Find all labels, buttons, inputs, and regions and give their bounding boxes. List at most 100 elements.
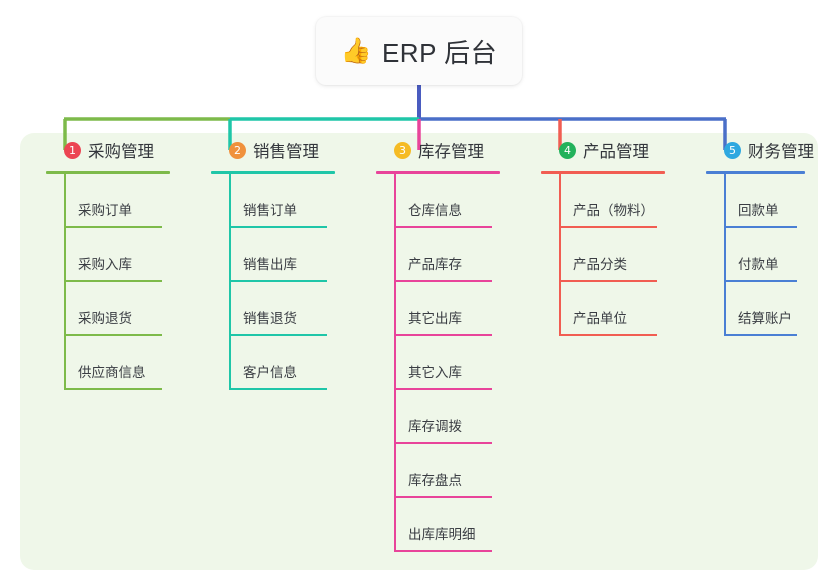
- thumbs-up-icon: 👍: [340, 36, 372, 65]
- branch-item-label: 销售出库: [243, 257, 297, 272]
- branch-item-list: 回款单付款单结算账户: [706, 174, 839, 336]
- branch-underline: [211, 171, 335, 174]
- branch-item-underline: [229, 334, 327, 336]
- branch-item-label: 其它出库: [408, 311, 462, 326]
- branch-header-4[interactable]: 4 产品管理: [541, 133, 701, 167]
- branch-item-underline: [229, 388, 327, 390]
- branch-item-list: 产品（物料） 产品分类产品单位: [541, 174, 701, 336]
- branch-item-label: 回款单: [738, 203, 779, 218]
- branch-item[interactable]: 产品单位: [541, 282, 701, 336]
- branch-title: 采购管理: [88, 143, 154, 161]
- branch-item-label: 库存调拨: [408, 419, 462, 434]
- branch-number-badge: 5: [724, 141, 741, 159]
- branch-item-label: 供应商信息: [78, 365, 146, 380]
- branch-item[interactable]: 采购入库: [46, 228, 206, 282]
- branch-number-badge: 2: [229, 141, 246, 159]
- branch-item-underline: [394, 442, 492, 444]
- branch-item[interactable]: 产品（物料）: [541, 174, 701, 228]
- branch-item-list: 销售订单销售出库销售退货客户信息: [211, 174, 371, 390]
- branch-item-underline: [394, 550, 492, 552]
- branch-item-underline: [559, 280, 657, 282]
- branch-item-label: 其它入库: [408, 365, 462, 380]
- branch-item-label: 产品单位: [573, 311, 627, 326]
- branch-spine: [229, 174, 231, 390]
- branch-item[interactable]: 其它入库: [376, 336, 536, 390]
- root-node[interactable]: 👍 ERP 后台: [316, 17, 522, 85]
- branch-item[interactable]: 回款单: [706, 174, 839, 228]
- branch-item[interactable]: 库存盘点: [376, 444, 536, 498]
- branch-number-badge: 4: [559, 141, 576, 159]
- branch-item-label: 采购订单: [78, 203, 132, 218]
- branch-item-label: 产品（物料）: [573, 203, 654, 218]
- branch-item[interactable]: 付款单: [706, 228, 839, 282]
- branch-title: 销售管理: [253, 143, 319, 161]
- branch-title: 库存管理: [418, 143, 484, 161]
- branch-item-underline: [394, 334, 492, 336]
- branch-item-underline: [394, 280, 492, 282]
- branch-item-underline: [64, 388, 162, 390]
- branch-item-underline: [559, 334, 657, 336]
- branch-item[interactable]: 销售出库: [211, 228, 371, 282]
- branch-title: 产品管理: [583, 143, 649, 161]
- branch-header-2[interactable]: 2 销售管理: [211, 133, 371, 167]
- branch-item[interactable]: 采购订单: [46, 174, 206, 228]
- branch-item[interactable]: 库存调拨: [376, 390, 536, 444]
- branch-item[interactable]: 产品库存: [376, 228, 536, 282]
- branch-item[interactable]: 出库库明细: [376, 498, 536, 552]
- branch-underline: [376, 171, 500, 174]
- branch-underline: [541, 171, 665, 174]
- branch-item-label: 产品分类: [573, 257, 627, 272]
- branch-column-3: 3 库存管理仓库信息产品库存其它出库其它入库库存调拨库存盘点出库库明细: [376, 133, 536, 552]
- branch-item-label: 销售退货: [243, 311, 297, 326]
- branch-number-badge: 3: [394, 141, 411, 159]
- branch-item-label: 付款单: [738, 257, 779, 272]
- branch-item-label: 出库库明细: [408, 527, 476, 542]
- branch-item[interactable]: 销售退货: [211, 282, 371, 336]
- branch-number-badge: 1: [64, 141, 81, 159]
- branch-item[interactable]: 其它出库: [376, 282, 536, 336]
- branch-item[interactable]: 客户信息: [211, 336, 371, 390]
- branch-header-3[interactable]: 3 库存管理: [376, 133, 536, 167]
- branch-item[interactable]: 产品分类: [541, 228, 701, 282]
- branch-column-4: 4 产品管理产品（物料） 产品分类产品单位: [541, 133, 701, 336]
- branch-item-underline: [724, 334, 797, 336]
- branch-item-underline: [229, 280, 327, 282]
- branch-item-underline: [64, 280, 162, 282]
- branch-spine: [724, 174, 726, 336]
- branch-column-1: 1 采购管理采购订单采购入库采购退货供应商信息: [46, 133, 206, 390]
- branch-item-underline: [229, 226, 327, 228]
- branch-underline: [46, 171, 170, 174]
- branch-columns: 1 采购管理采购订单采购入库采购退货供应商信息 2 销售管理销售订单销售出库销售退货客…: [20, 133, 818, 570]
- branch-item-underline: [724, 226, 797, 228]
- branch-column-2: 2 销售管理销售订单销售出库销售退货客户信息: [211, 133, 371, 390]
- branch-item[interactable]: 销售订单: [211, 174, 371, 228]
- branch-item-underline: [64, 226, 162, 228]
- branch-spine: [394, 174, 396, 552]
- branch-item-label: 产品库存: [408, 257, 462, 272]
- branch-item[interactable]: 供应商信息: [46, 336, 206, 390]
- branch-item-list: 仓库信息产品库存其它出库其它入库库存调拨库存盘点出库库明细: [376, 174, 536, 552]
- branch-item-label: 采购入库: [78, 257, 132, 272]
- branch-item-underline: [394, 388, 492, 390]
- branch-spine: [64, 174, 66, 390]
- branch-item-underline: [64, 334, 162, 336]
- branch-item-label: 库存盘点: [408, 473, 462, 488]
- branch-item-list: 采购订单采购入库采购退货供应商信息: [46, 174, 206, 390]
- branch-item[interactable]: 采购退货: [46, 282, 206, 336]
- branch-item-underline: [724, 280, 797, 282]
- branch-item[interactable]: 结算账户: [706, 282, 839, 336]
- branch-item-underline: [559, 226, 657, 228]
- branch-item-label: 销售订单: [243, 203, 297, 218]
- branch-spine: [559, 174, 561, 336]
- branch-item-label: 客户信息: [243, 365, 297, 380]
- branch-item-underline: [394, 226, 492, 228]
- branch-item-underline: [394, 496, 492, 498]
- branch-header-1[interactable]: 1 采购管理: [46, 133, 206, 167]
- branch-item-label: 结算账户: [738, 311, 792, 326]
- branch-item-label: 仓库信息: [408, 203, 462, 218]
- root-title: ERP 后台: [381, 37, 498, 68]
- branch-item[interactable]: 仓库信息: [376, 174, 536, 228]
